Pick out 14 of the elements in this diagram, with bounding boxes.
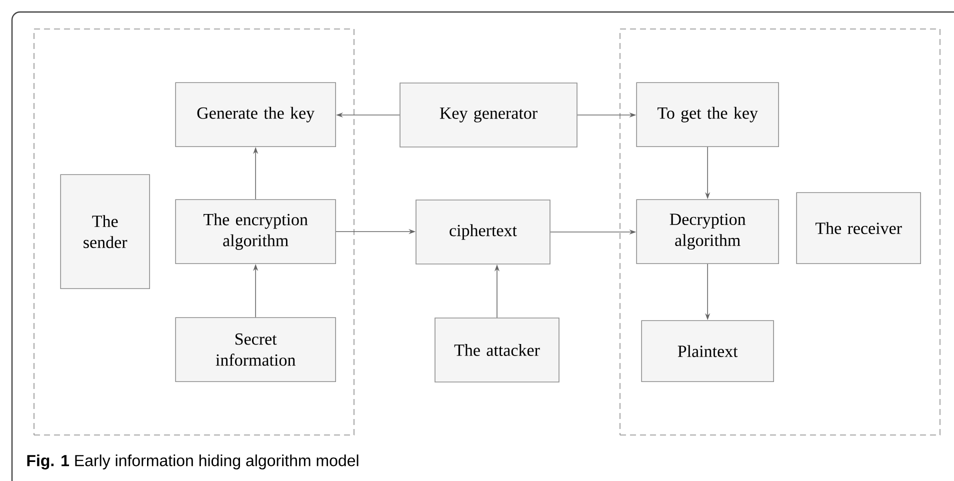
process-box: Plaintext: [641, 320, 774, 382]
dashed-group-frame: [34, 28, 354, 436]
process-box: Generate the key: [175, 82, 336, 147]
process-box: ciphertext: [416, 200, 550, 264]
process-box: Secret information: [175, 317, 336, 382]
process-box: Decryption algorithm: [636, 199, 779, 264]
process-box: The attacker: [434, 318, 560, 382]
caption: Fig. 1 Early information hiding algorithm model: [27, 454, 358, 470]
process-box: To get the key: [636, 82, 779, 147]
dashed-group-frame: [620, 28, 940, 436]
actor-box: The sender: [60, 174, 150, 289]
process-box: The encryption algorithm: [175, 199, 336, 264]
actor-box: The receiver: [796, 192, 921, 264]
process-box: Key generator: [400, 82, 578, 148]
